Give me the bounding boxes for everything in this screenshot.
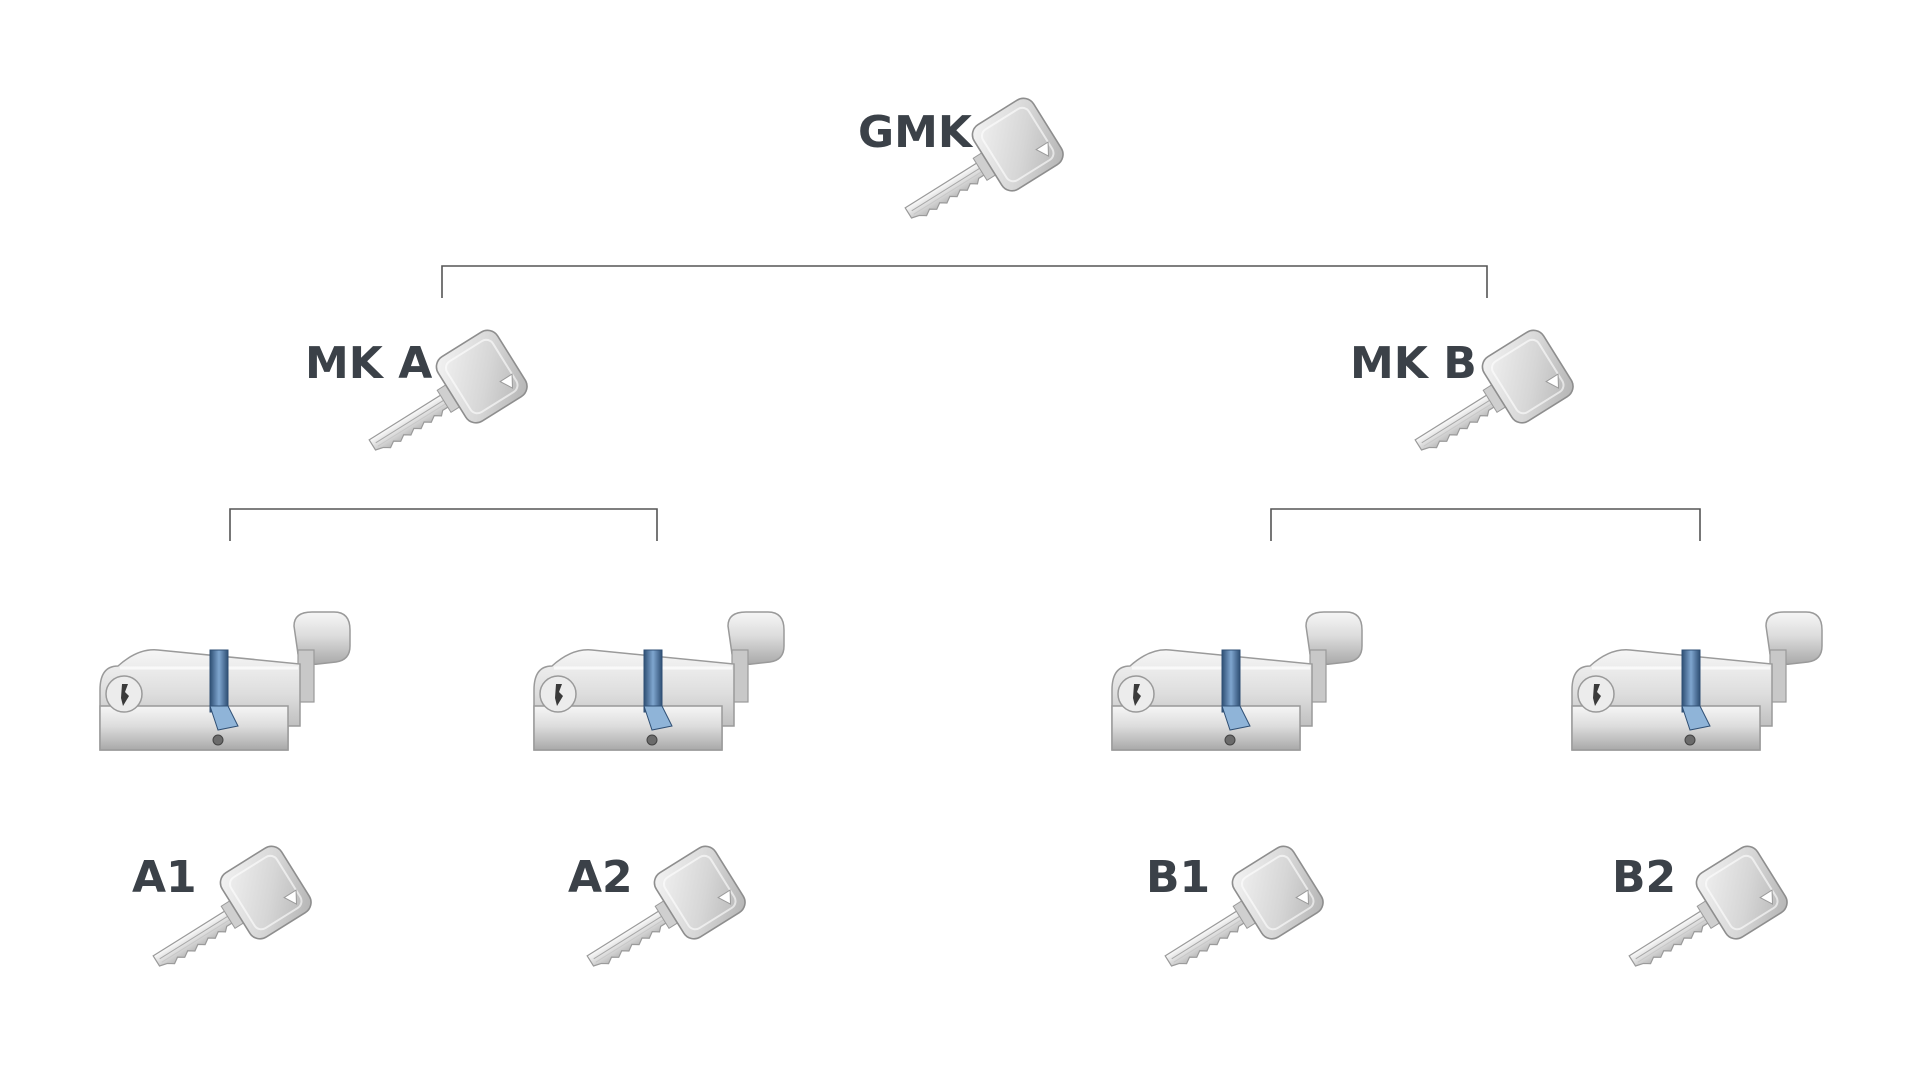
node-b2: B2 — [1611, 840, 1793, 995]
node-mk-a: MK A — [305, 324, 533, 479]
connectors — [229, 265, 1701, 541]
node-label-b2: B2 — [1612, 852, 1676, 903]
node-b1: B1 — [1146, 840, 1329, 995]
node-label-mk-b: MK B — [1350, 338, 1477, 389]
connector-gmk-to-mk — [441, 265, 1488, 298]
door-cylinder-icon — [98, 610, 352, 752]
node-a2: A2 — [568, 840, 751, 995]
node-label-a1: A1 — [132, 852, 197, 903]
connector-mk-b-to-cylinders — [1270, 508, 1701, 541]
node-label-b1: B1 — [1146, 852, 1210, 903]
door-cylinder-icon — [1570, 610, 1824, 752]
door-cylinder-icon — [532, 610, 786, 752]
node-label-mk-a: MK A — [305, 338, 432, 389]
node-a1: A1 — [132, 840, 317, 995]
door-cylinder-icon — [1110, 610, 1364, 752]
node-label-a2: A2 — [568, 852, 633, 903]
node-gmk: GMK — [858, 92, 1069, 247]
connector-mk-a-to-cylinders — [229, 508, 658, 541]
node-label-gmk: GMK — [858, 107, 974, 158]
node-mk-b: MK B — [1350, 324, 1579, 479]
